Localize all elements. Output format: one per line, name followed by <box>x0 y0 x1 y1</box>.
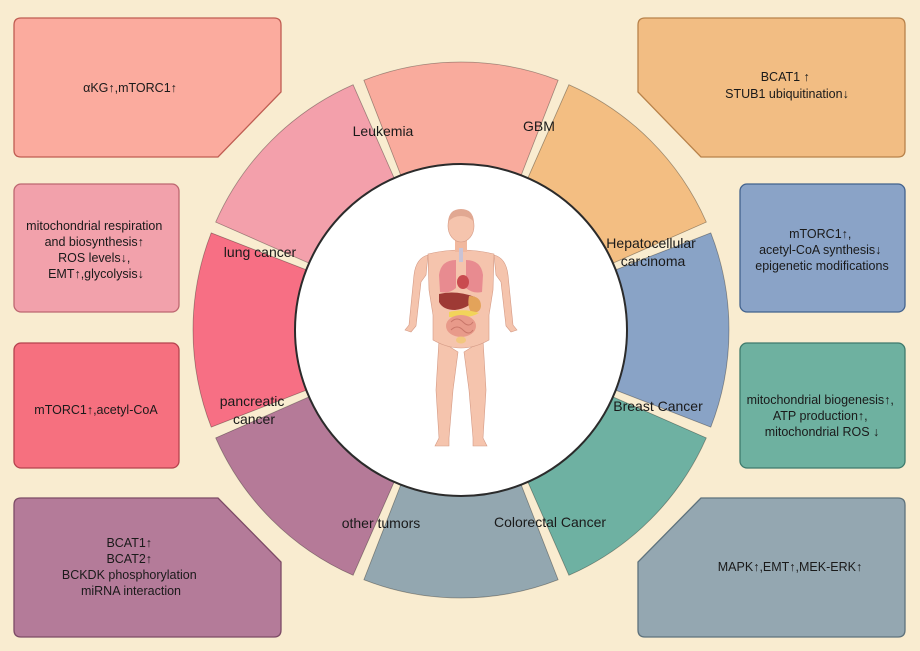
box-pancreatic-text: mTORC1↑,acetyl-CoA <box>34 403 158 417</box>
box-hcc-line: acetyl-CoA synthesis↓ <box>759 243 881 257</box>
box-breast-line: mitochondrial ROS ↓ <box>765 425 880 439</box>
box-other-line: BCAT1↑ <box>106 536 152 550</box>
box-gbm-line: STUB1 ubiquitination↓ <box>725 87 849 101</box>
box-other-line: BCKDK phosphorylation <box>62 568 197 582</box>
box-leukemia-line: αKG↑,mTORC1↑ <box>83 81 177 95</box>
box-other-line: BCAT2↑ <box>106 552 152 566</box>
cancer-ring <box>192 61 730 599</box>
box-gbm-text: BCAT1 ↑ STUB1 ubiquitination↓ <box>725 70 849 101</box>
box-hcc-text: mTORC1↑, acetyl-CoA synthesis↓ epigeneti… <box>755 227 888 273</box>
segment-label-gbm: GBM <box>523 118 555 134</box>
segment-label-pancreatic: pancreatic cancer <box>220 393 288 427</box>
segment-label-hcc: Hepatocellular carcinoma <box>606 235 699 269</box>
segment-label-line: Leukemia <box>353 123 414 139</box>
box-pancreatic: mTORC1↑,acetyl-CoA <box>13 342 180 469</box>
box-other-text: BCAT1↑ BCAT2↑ BCKDK phosphorylation miRN… <box>62 536 200 598</box>
segment-labels: Leukemia GBM Hepatocellular carcinoma Br… <box>220 118 703 531</box>
box-hcc-line: epigenetic modifications <box>755 259 888 273</box>
box-lung-text: mitochondrial respiration and biosynthes… <box>26 219 166 281</box>
box-breast-line: ATP production↑, <box>773 409 868 423</box>
box-lung-line: and biosynthesis↑ <box>45 235 144 249</box>
segment-label-breast: Breast Cancer <box>613 398 703 414</box>
box-leukemia-text: αKG↑,mTORC1↑ <box>83 81 177 95</box>
box-breast-line: mitochondrial biogenesis↑, <box>747 393 894 407</box>
box-gbm: BCAT1 ↑ STUB1 ubiquitination↓ <box>637 17 906 158</box>
box-breast-text: mitochondrial biogenesis↑, ATP productio… <box>747 393 898 439</box>
segment-label-leukemia: Leukemia <box>353 123 414 139</box>
segment-label-line: Breast Cancer <box>613 398 703 414</box>
segment-label-line: Colorectal Cancer <box>494 514 606 530</box>
box-lung-line: mitochondrial respiration <box>26 219 162 233</box>
box-other: BCAT1↑ BCAT2↑ BCKDK phosphorylation miRN… <box>13 497 282 638</box>
box-leukemia: αKG↑,mTORC1↑ <box>13 17 282 158</box>
segment-label-line: carcinoma <box>621 253 686 269</box>
segment-label-line: GBM <box>523 118 555 134</box>
segment-label-other: other tumors <box>342 515 421 531</box>
box-lung-line: ROS levels↓, <box>58 251 130 265</box>
segment-label-line: other tumors <box>342 515 421 531</box>
human-body-organs-icon <box>404 209 518 447</box>
segment-label-line: pancreatic <box>220 393 285 409</box>
segment-label-colorectal: Colorectal Cancer <box>494 514 606 530</box>
box-colorectal: MAPK↑,EMT↑,MEK-ERK↑ <box>637 497 906 638</box>
box-hcc-line: mTORC1↑, <box>789 227 851 241</box>
segment-label-line: Hepatocellular <box>606 235 696 251</box>
box-lung-line: EMT↑,glycolysis↓ <box>48 267 144 281</box>
box-gbm-line: BCAT1 ↑ <box>761 70 810 84</box>
box-lung: mitochondrial respiration and biosynthes… <box>13 183 180 313</box>
segment-label-lung: lung cancer <box>224 244 297 260</box>
box-pancreatic-line: mTORC1↑,acetyl-CoA <box>34 403 158 417</box>
segment-label-line: lung cancer <box>224 244 297 260</box>
box-other-line: miRNA interaction <box>81 584 181 598</box>
box-hcc: mTORC1↑, acetyl-CoA synthesis↓ epigeneti… <box>739 183 906 313</box>
box-colorectal-line: MAPK↑,EMT↑,MEK-ERK↑ <box>718 560 862 574</box>
segment-label-line: cancer <box>233 411 275 427</box>
box-breast: mitochondrial biogenesis↑, ATP productio… <box>739 342 906 469</box>
box-colorectal-text: MAPK↑,EMT↑,MEK-ERK↑ <box>718 560 862 574</box>
